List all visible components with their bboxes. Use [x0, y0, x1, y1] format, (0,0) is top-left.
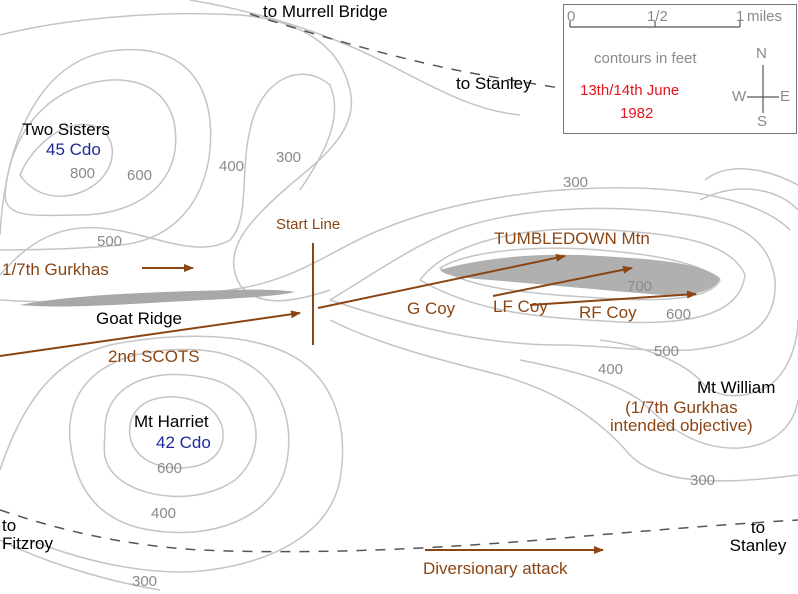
contour-label-300-north: 300 [276, 149, 302, 166]
unit-gurkhas: 1/7th Gurkhas [2, 260, 109, 279]
contour-two-sisters-inner [19, 123, 114, 197]
contour-label-400-mt-harriet: 400 [151, 505, 177, 522]
scale-label-1: 1 [736, 8, 745, 25]
goat-ridge-rocks [20, 289, 295, 307]
unit-2nd-scots: 2nd SCOTS [108, 347, 200, 366]
tumbledown-rocks [440, 254, 720, 296]
unit-gurkha-objective: (1/7th Gurkhas intended objective) [610, 398, 753, 435]
feature-two-sisters: Two Sisters [22, 120, 110, 139]
arrow-rf-coy [529, 290, 697, 306]
compass-s: S [757, 113, 768, 130]
contour-label-600-tumbledown: 600 [666, 306, 692, 323]
compass-e: E [780, 88, 791, 105]
contours-note: contours in feet [594, 50, 697, 67]
contour-mt-william-500 [599, 319, 798, 397]
arrow-g-coy [317, 253, 566, 309]
scale-label-unit: miles [747, 8, 783, 25]
contour-label-600-mt-harriet: 600 [157, 460, 183, 477]
contour-mt-harriet-400 [0, 335, 344, 573]
battle-year: 1982 [620, 105, 654, 122]
contour-label-300-south-east: 300 [690, 472, 716, 489]
road-north [249, 13, 561, 89]
contour-label-300-south: 300 [132, 573, 158, 590]
road-label-murrell-bridge: to Murrell Bridge [263, 2, 388, 21]
roads [0, 13, 798, 553]
road-label-fitzroy: to Fitzroy [2, 516, 53, 553]
contour-label-600-two-sisters: 600 [127, 167, 153, 184]
unit-diversionary-attack: Diversionary attack [423, 559, 568, 578]
start-line-label: Start Line [276, 216, 341, 233]
arrow-scots [0, 310, 301, 357]
contour-tumbledown-700 [438, 247, 721, 301]
contour-label-800: 800 [70, 165, 96, 182]
road-label-stanley-south: to Stanley [729, 518, 787, 555]
scale-label-half: 1/2 [647, 8, 668, 25]
unit-45-cdo: 45 Cdo [46, 140, 101, 159]
contour-label-400-mt-william: 400 [598, 361, 624, 378]
contour-label-700: 700 [627, 278, 653, 295]
arrow-lf-coy [492, 265, 633, 297]
contour-north-outer [189, 0, 521, 116]
road-south [0, 509, 798, 553]
contour-se-300 [329, 319, 798, 482]
battle-date: 13th/14th June [580, 82, 680, 99]
contour-mt-harriet-500 [69, 348, 290, 534]
contour-label-500-two-sisters: 500 [97, 233, 123, 250]
contour-east-300 [699, 188, 798, 211]
compass-n: N [756, 45, 767, 62]
feature-goat-ridge: Goat Ridge [96, 309, 182, 328]
compass-w: W [732, 88, 747, 105]
contour-two-sisters-400 [0, 73, 336, 276]
contour-mt-william-400 [519, 359, 798, 449]
feature-mt-harriet: Mt Harriet [134, 412, 209, 431]
contour-two-sisters-600 [4, 79, 177, 217]
contour-label-400-north: 400 [219, 158, 245, 175]
map-legend: 0 1/2 1 miles contours in feet 13th/14th… [563, 4, 797, 134]
scale-label-0: 0 [567, 8, 576, 25]
contour-east-300b [704, 168, 798, 186]
ridge-rocks [20, 254, 720, 307]
contour-two-sisters-500 [0, 48, 212, 251]
unit-rf-coy: RF Coy [579, 303, 637, 322]
unit-lf-coy: LF Coy [493, 297, 548, 316]
contour-tumbledown-500 [329, 207, 776, 352]
unit-g-coy: G Coy [407, 299, 456, 318]
contour-north-300 [0, 12, 353, 302]
legend-graphics [569, 21, 779, 113]
contour-mt-harriet-600 [103, 373, 257, 498]
contour-tumbledown-600 [418, 228, 746, 324]
contour-south-300 [0, 539, 161, 591]
contour-label-300-east: 300 [563, 174, 589, 191]
attack-arrows [0, 253, 697, 554]
contour-mt-harriet-inner [128, 396, 224, 469]
contour-label-500-mt-william: 500 [654, 343, 680, 360]
road-label-stanley-north: to Stanley [456, 74, 532, 93]
feature-tumbledown: TUMBLEDOWN Mtn [494, 229, 650, 248]
unit-42-cdo: 42 Cdo [156, 433, 211, 452]
feature-mt-william: Mt William [697, 378, 776, 397]
